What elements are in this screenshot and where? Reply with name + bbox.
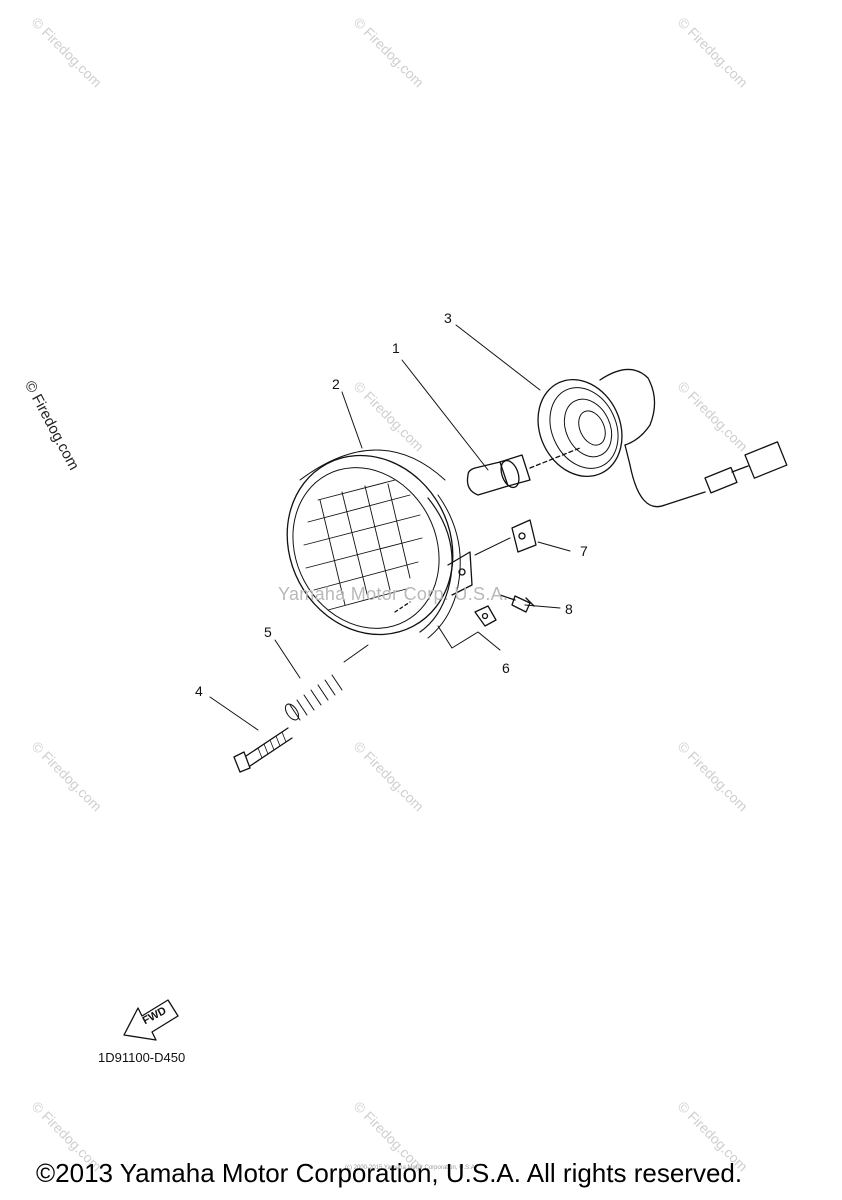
callout-1: 1 xyxy=(392,340,400,356)
callout-6: 6 xyxy=(502,660,510,676)
callout-4: 4 xyxy=(195,683,203,699)
callout-7: 7 xyxy=(580,543,588,559)
diagram-code: 1D91100-D450 xyxy=(98,1050,186,1065)
headlight-lens-unit xyxy=(286,449,473,639)
bulb xyxy=(466,447,581,496)
bolt xyxy=(233,727,293,773)
clip xyxy=(511,519,537,553)
tiny-copyright: (c) 2000-2015 Yamaha Motor Corporation, … xyxy=(345,1165,477,1171)
nut xyxy=(474,605,497,627)
spring xyxy=(284,644,369,721)
copyright-footer: ©2013 Yamaha Motor Corporation, U.S.A. A… xyxy=(36,1158,743,1188)
callout-5: 5 xyxy=(264,624,272,640)
callout-8: 8 xyxy=(565,601,573,617)
screw xyxy=(499,594,535,613)
center-watermark: Yamaha Motor Corp. U.S.A. xyxy=(278,584,509,604)
bulb-socket xyxy=(537,368,788,508)
leader-lines xyxy=(209,324,571,731)
callout-3: 3 xyxy=(444,310,452,326)
callout-2: 2 xyxy=(332,376,340,392)
fwd-arrow-icon xyxy=(123,999,179,1041)
